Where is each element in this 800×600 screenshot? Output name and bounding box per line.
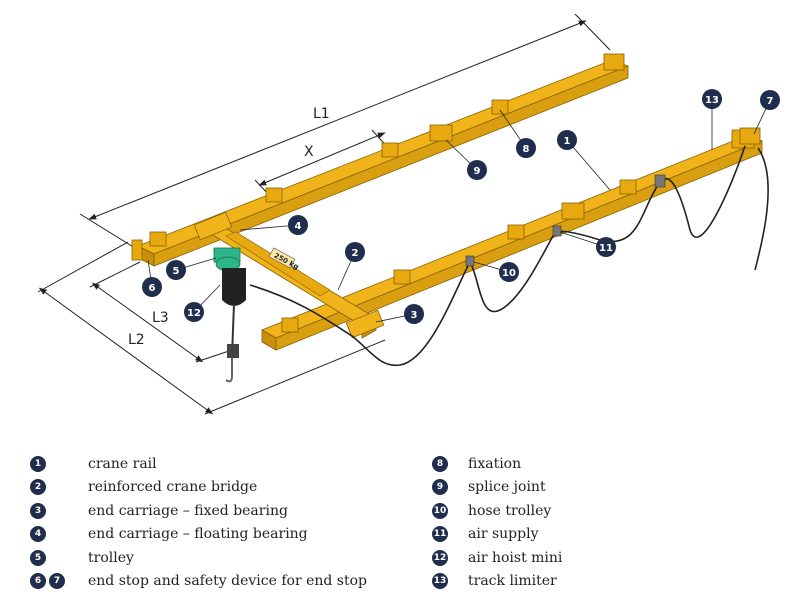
callout-10: 10 [499,262,519,282]
legend-badge: 8 [432,455,448,472]
legend-text: trolley [88,549,134,566]
legend-item-1: 1 crane rail [30,452,367,476]
legend-text: end stop and safety device for end stop [88,573,368,590]
callout-1: 1 [557,130,577,150]
svg-text:6: 6 [149,283,156,294]
legend-text: crane rail [88,455,157,472]
dimension-l1: L1 [79,13,611,249]
trolley-hoist [213,247,246,383]
svg-text:13: 13 [705,95,719,106]
legend-text: reinforced crane bridge [88,479,258,496]
legend-badge: 13 [432,573,448,590]
callout-2: 2 [345,242,365,262]
legend-item-13: 13 track limiter [432,570,562,594]
dimension-l2: L2 [37,241,386,415]
crane-rail-front [261,134,764,351]
callout-11: 11 [596,237,616,257]
legend-item-6-7: 6 7 end stop and safety device for end s… [30,570,367,594]
legend-badge: 7 [49,573,65,590]
svg-text:1: 1 [564,136,571,147]
svg-text:3: 3 [411,310,418,321]
legend-text: splice joint [468,479,546,496]
legend-badge: 11 [432,526,448,543]
crane-bridge: 250 kg [197,219,377,339]
svg-text:7: 7 [767,96,774,107]
legend-badge: 2 [30,479,46,496]
callout-12: 12 [184,302,204,322]
fixations-back [149,53,625,247]
legend-badge: 10 [432,502,448,519]
callout-13: 13 [702,89,722,109]
end-stop-right [739,127,761,145]
legend-text: fixation [468,455,522,472]
legend-item-3: 3 end carriage – fixed bearing [30,499,367,523]
legend-item-10: 10 hose trolley [432,499,562,523]
crane-diagram: L1 X L2 L3 [37,13,780,415]
svg-text:12: 12 [187,308,201,319]
svg-text:4: 4 [295,221,302,232]
legend-badge: 5 [30,549,46,566]
legend: 1 crane rail 2 reinforced crane bridge 3… [0,452,800,600]
legend-badge: 1 [30,455,46,472]
dimension-l3: L3 [89,261,233,363]
callout-8: 8 [516,138,536,158]
svg-text:9: 9 [474,166,481,177]
legend-badge: 12 [432,549,448,566]
legend-item-8: 8 fixation [432,452,562,476]
legend-left-column: 1 crane rail 2 reinforced crane bridge 3… [30,452,367,593]
legend-item-5: 5 trolley [30,546,367,570]
callout-9: 9 [467,160,487,180]
legend-text: hose trolley [468,502,552,519]
callout-4: 4 [288,215,308,235]
svg-text:5: 5 [173,266,180,277]
callout-3: 3 [404,304,424,324]
legend-right-column: 8 fixation 9 splice joint 10 hose trolle… [432,452,562,593]
legend-text: end carriage – fixed bearing [88,502,288,519]
svg-text:11: 11 [599,243,613,254]
svg-text:8: 8 [523,144,530,155]
end-carriages [193,211,385,339]
legend-text: end carriage – floating bearing [88,526,308,543]
dimension-l2-label: L2 [128,332,145,348]
legend-badge: 6 [30,573,46,590]
air-supply-hose [249,145,769,366]
svg-text:10: 10 [502,268,516,279]
dimension-x-label: X [304,144,314,160]
legend-badge: 4 [30,526,46,543]
legend-item-12: 12 air hoist mini [432,546,562,570]
dimension-l3-label: L3 [152,310,169,326]
fixations-front [281,129,755,333]
legend-item-2: 2 reinforced crane bridge [30,476,367,500]
callout-7: 7 [760,90,780,110]
legend-badge: 3 [30,502,46,519]
legend-text: air supply [468,526,539,543]
legend-text: air hoist mini [468,549,563,566]
legend-text: track limiter [468,573,557,590]
end-stop-left [131,239,143,261]
callout-6: 6 [142,277,162,297]
legend-item-11: 11 air supply [432,523,562,547]
legend-item-9: 9 splice joint [432,476,562,500]
legend-badge: 9 [432,479,448,496]
dimension-l1-label: L1 [313,106,330,122]
callout-5: 5 [166,260,186,280]
legend-item-4: 4 end carriage – floating bearing [30,523,367,547]
svg-text:2: 2 [352,248,359,259]
